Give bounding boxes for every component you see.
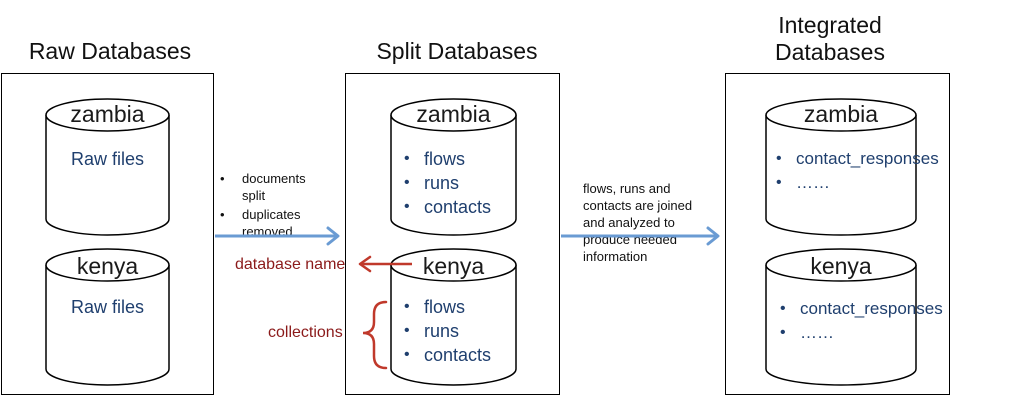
raw-zambia-cylinder (45, 98, 170, 236)
list-item: flows (402, 147, 491, 171)
database-name-label: database name (235, 256, 346, 273)
raw-databases-title: Raw Databases (28, 38, 192, 64)
integrated-kenya-collections: contact_responses …… (778, 297, 943, 345)
raw-zambia-files: Raw files (70, 149, 145, 169)
list-item: contacts (402, 343, 491, 367)
collections-brace (362, 300, 388, 370)
integrated-zambia-name: zambia (803, 101, 879, 127)
raw-zambia-name: zambia (70, 101, 145, 127)
split-zambia-collections: flows runs contacts (402, 147, 491, 219)
split-kenya-name: kenya (422, 253, 485, 279)
raw-kenya-name: kenya (76, 253, 139, 279)
list-item: …… (778, 321, 943, 345)
integrated-kenya-name: kenya (810, 253, 872, 279)
list-item: flows (402, 295, 491, 319)
integrate-arrow (561, 226, 720, 246)
split-databases-title: Split Databases (376, 38, 538, 64)
integrated-title-line1: Integrated (778, 12, 882, 38)
integrated-databases-title: Integrated Databases (755, 12, 905, 66)
list-item: contacts (402, 195, 491, 219)
list-item: contact_responses (774, 147, 939, 171)
raw-kenya-files: Raw files (70, 297, 145, 317)
raw-kenya-cylinder (45, 248, 170, 386)
list-item: runs (402, 319, 491, 343)
integrated-zambia-collections: contact_responses …… (774, 147, 939, 195)
list-item: contact_responses (778, 297, 943, 321)
list-item: …… (774, 171, 939, 195)
collections-label: collections (268, 324, 343, 341)
database-name-pointer (358, 255, 412, 273)
split-arrow (215, 226, 340, 246)
split-kenya-collections: flows runs contacts (402, 295, 491, 367)
integrated-title-line2: Databases (775, 39, 885, 65)
list-item: runs (402, 171, 491, 195)
note-item: documents split (220, 170, 330, 204)
split-zambia-name: zambia (416, 101, 491, 127)
